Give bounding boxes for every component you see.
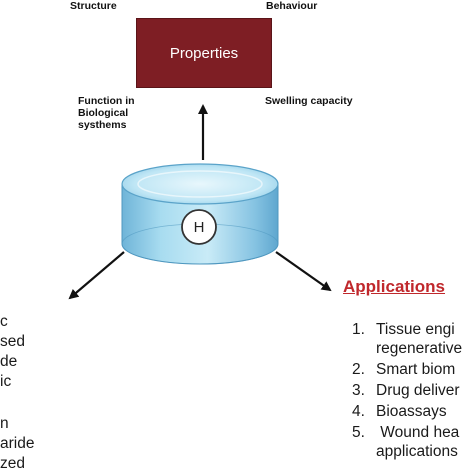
application-item-4: 4. Bioassays (352, 403, 447, 421)
label-function-line2: Biological (78, 107, 129, 119)
left-fragment-2: sed (0, 333, 25, 350)
application-num-4: 4. (352, 403, 365, 420)
label-structure: Structure (70, 0, 117, 12)
application-item-5: 5. Wound hea (352, 424, 459, 442)
applications-title: Applications (343, 277, 446, 296)
label-behaviour: Behaviour (266, 0, 318, 12)
left-fragment-6: aride (0, 435, 35, 452)
hydrogel-badge (181, 209, 217, 245)
application-num-2: 2. (352, 361, 365, 378)
application-cont-5: applications (376, 443, 458, 460)
left-fragment-4: ic (0, 373, 12, 390)
left-fragment-5: n (0, 415, 9, 432)
hydrogel-cylinder (121, 163, 279, 265)
hydrogel-badge-letter: H (194, 219, 205, 236)
arrow-left (68, 251, 125, 300)
properties-label: Properties (169, 44, 239, 62)
left-fragment-7: zed (0, 455, 25, 472)
application-text-4: Bioassays (376, 403, 447, 420)
application-text-3: Drug deliver (376, 382, 460, 399)
label-function-line1: Function in (78, 95, 135, 107)
application-num-3: 3. (352, 382, 365, 399)
application-num-1: 1. (352, 321, 365, 338)
left-fragment-3: de (0, 353, 18, 370)
application-text-5: Wound hea (376, 424, 460, 441)
arrow-right (275, 251, 332, 292)
label-swelling-capacity: Swelling capacity (265, 95, 353, 107)
application-cont-1: regenerative (376, 340, 463, 357)
application-item-3: 3. Drug deliver (352, 382, 460, 400)
application-num-5: 5. (352, 424, 365, 441)
application-item-2: 2. Smart biom (352, 361, 455, 379)
label-function-in-biological-systems: Function in Biological systhems (78, 95, 135, 131)
application-text-1: Tissue engi (376, 321, 455, 338)
label-function-line3: systhems (78, 119, 127, 131)
left-fragment-1: c (0, 313, 8, 330)
application-item-1: 1. Tissue engi (352, 321, 455, 339)
application-text-2: Smart biom (376, 361, 456, 378)
properties-box: Properties (136, 18, 272, 88)
